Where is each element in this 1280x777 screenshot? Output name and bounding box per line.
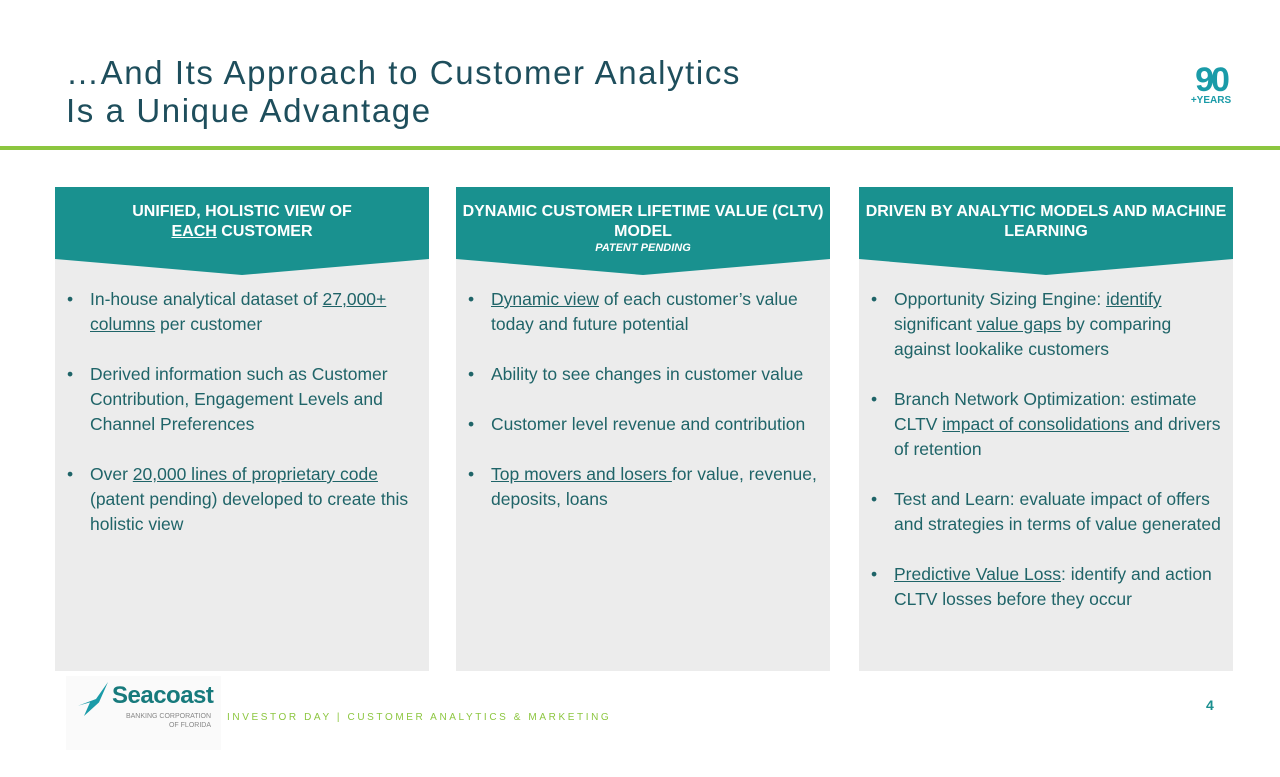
bullet-text: : identify and action CLTV losses before… xyxy=(894,564,1212,609)
footer-tagline: INVESTOR DAY | CUSTOMER ANALYTICS & MARK… xyxy=(227,712,612,723)
sail-icon xyxy=(78,682,108,716)
highlight-text: value gaps xyxy=(976,314,1062,334)
bullet-item: In-house analytical dataset of 27,000+ c… xyxy=(67,287,419,337)
bullet-item: Opportunity Sizing Engine: identify sign… xyxy=(871,287,1223,362)
logo-sub-2: OF FLORIDA xyxy=(168,722,211,729)
highlight-text: 27,000+ columns xyxy=(90,289,387,334)
bullet-item: Over 20,000 lines of proprietary code (p… xyxy=(67,462,419,537)
bullet-item: Derived information such as Customer Con… xyxy=(67,362,419,437)
header-segment: EACH xyxy=(171,223,217,240)
patent-pending-label: PATENT PENDING xyxy=(595,242,691,254)
highlight-text: Predictive Value Loss xyxy=(894,564,1061,584)
column-header-text: DYNAMIC CUSTOMER LIFETIME VALUE (CLTV) M… xyxy=(456,202,830,254)
column-header: DRIVEN BY ANALYTIC MODELS AND MACHINE LE… xyxy=(859,187,1233,275)
column-header-text: DRIVEN BY ANALYTIC MODELS AND MACHINE LE… xyxy=(859,202,1233,242)
bullet-text: Derived information such as Customer Con… xyxy=(90,364,388,434)
highlight-text: Dynamic view xyxy=(491,289,599,309)
highlight-text: 20,000 lines of proprietary code xyxy=(132,464,378,484)
bullet-text: (patent pending) developed to create thi… xyxy=(90,489,409,534)
bullet-text: Over xyxy=(90,464,133,484)
bullet-item: Ability to see changes in customer value xyxy=(468,362,820,387)
column-header: UNIFIED, HOLISTIC VIEW OF EACH CUSTOMER xyxy=(55,187,429,275)
bullet-item: Predictive Value Loss: identify and acti… xyxy=(871,562,1223,612)
highlight-text: identify xyxy=(1106,289,1162,309)
page-title: …And Its Approach to Customer Analytics … xyxy=(66,54,741,130)
bullet-text: Branch Network Optimization: estimate CL… xyxy=(894,389,1197,434)
highlight-text: impact of consolidations xyxy=(942,414,1130,434)
title-line-1: …And Its Approach to Customer Analytics xyxy=(66,54,742,91)
page-number: 4 xyxy=(1206,697,1214,713)
bullet-text: Opportunity Sizing Engine: xyxy=(894,289,1107,309)
logo-subtitle: BANKING CORPORATION OF FLORIDA xyxy=(126,712,211,730)
badge-label: +YEARS xyxy=(1190,95,1232,106)
bullet-text: significant xyxy=(894,314,977,334)
bullet-text: In-house analytical dataset of xyxy=(90,289,323,309)
bullet-list: In-house analytical dataset of 27,000+ c… xyxy=(67,287,419,562)
bullet-text: Customer level revenue and contribution xyxy=(491,414,806,434)
header-segment: UNIFIED, HOLISTIC VIEW OF xyxy=(132,203,352,220)
bullet-list: Dynamic view of each customer’s value to… xyxy=(468,287,820,537)
bullet-text: and drivers of retention xyxy=(894,414,1221,459)
bullet-item: Branch Network Optimization: estimate CL… xyxy=(871,387,1223,462)
bullet-text: Test and Learn: evaluate impact of offer… xyxy=(894,489,1221,534)
column-2: DYNAMIC CUSTOMER LIFETIME VALUE (CLTV) M… xyxy=(456,187,830,671)
bullet-text: for value, revenue, deposits, loans xyxy=(491,464,817,509)
bullet-text: Ability to see changes in customer value xyxy=(491,364,804,384)
logo-sub-1: BANKING CORPORATION xyxy=(125,713,211,720)
badge-number: 90 xyxy=(1195,61,1230,99)
column-3: DRIVEN BY ANALYTIC MODELS AND MACHINE LE… xyxy=(859,187,1233,671)
90-years-badge: 90 +YEARS xyxy=(1186,61,1236,110)
highlight-text: Top movers and losers xyxy=(491,464,672,484)
column-header: DYNAMIC CUSTOMER LIFETIME VALUE (CLTV) M… xyxy=(456,187,830,275)
bullet-text: of each customer’s value today and futur… xyxy=(491,289,798,334)
bullet-text: by comparing against lookalike customers xyxy=(894,314,1172,359)
title-line-2: Is a Unique Advantage xyxy=(66,92,432,129)
header-segment: CUSTOMER xyxy=(216,223,313,240)
bullet-item: Customer level revenue and contribution xyxy=(468,412,820,437)
header-segment: DRIVEN BY ANALYTIC MODELS AND MACHINE LE… xyxy=(865,203,1227,240)
bullet-item: Test and Learn: evaluate impact of offer… xyxy=(871,487,1223,537)
column-1: UNIFIED, HOLISTIC VIEW OF EACH CUSTOMER In… xyxy=(55,187,429,671)
header-divider xyxy=(0,146,1280,150)
bullet-item: Dynamic view of each customer’s value to… xyxy=(468,287,820,337)
column-header-text: UNIFIED, HOLISTIC VIEW OF EACH CUSTOMER xyxy=(55,202,429,242)
header-segment: DYNAMIC CUSTOMER LIFETIME VALUE (CLTV) M… xyxy=(462,203,824,240)
bullet-text: per customer xyxy=(155,314,263,334)
bullet-list: Opportunity Sizing Engine: identify sign… xyxy=(871,287,1223,637)
logo-name: Seacoast xyxy=(112,682,214,709)
bullet-item: Top movers and losers for value, revenue… xyxy=(468,462,820,512)
seacoast-logo: Seacoast BANKING CORPORATION OF FLORIDA xyxy=(66,676,221,750)
